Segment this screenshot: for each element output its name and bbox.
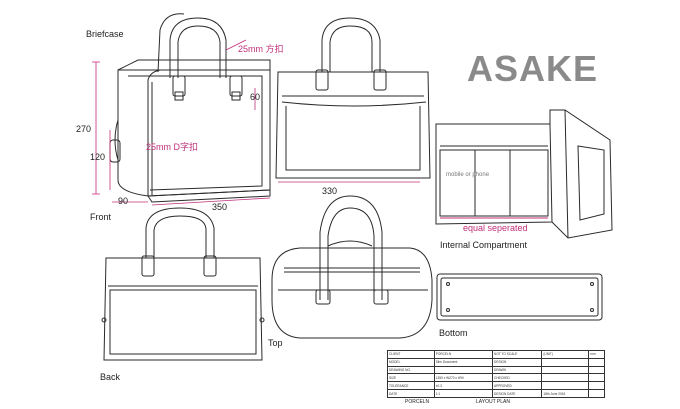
dim-top-width: 330 (322, 186, 338, 196)
title-block-cell: DESIGN (492, 357, 543, 367)
title-block-plan: LAYOUT PLAN (476, 399, 510, 405)
title-block-cell: DRAWN (492, 365, 543, 375)
title-block-cell: ±0.3 (433, 381, 494, 391)
title-block-cell: CLIENT (387, 350, 435, 359)
title-block-cell: mm (588, 350, 605, 359)
title-block-company: PORCELN (405, 399, 430, 405)
flat-front-drawing (275, 17, 431, 179)
title-block-cell: MODEL (387, 357, 435, 367)
front-dimension-lines (92, 39, 420, 206)
label-top: Top (268, 338, 283, 348)
title-block-cell (588, 357, 605, 367)
annotation-equal-separated: equal seperated (463, 223, 528, 233)
dim-height: 270 (76, 124, 92, 134)
title-block-cell (541, 357, 590, 367)
annotation-side-ring: 25mm D字扣 (146, 142, 199, 152)
title-block-cell: CHECKED (492, 373, 543, 383)
label-bottom: Bottom (439, 328, 468, 338)
drawing-title: Briefcase (86, 29, 124, 39)
title-block-cell: Slim Document (433, 357, 494, 367)
title-block-cell (588, 373, 605, 383)
title-block-cell: L350 x W270 x H90 (433, 373, 494, 383)
title-block-cell: NOT TO SCALE (492, 350, 543, 359)
title-block-cell (588, 389, 605, 398)
bottom-view-drawing (436, 273, 603, 321)
title-block-cell (541, 373, 590, 383)
dim-handle-drop: 60 (250, 92, 261, 102)
title-block-cell (588, 381, 605, 391)
annotation-pocket: mobile or phone (446, 172, 490, 178)
title-block-cell: SIZE (387, 373, 435, 383)
internal-compartment-drawing (435, 109, 613, 239)
annotation-handle-ring: 25mm 方扣 (238, 44, 284, 54)
brand-logo: ASAKE (467, 48, 599, 89)
title-block-cell (588, 365, 605, 375)
title-block-row: DRAWING NO. DRAWN (387, 365, 605, 375)
title-block-cell (541, 381, 590, 391)
label-front: Front (90, 212, 112, 222)
label-internal-compartment: Internal Compartment (440, 240, 528, 250)
title-block-cell: 1:1 (433, 389, 494, 398)
title-block-cell: DESIGN DATE (492, 389, 543, 398)
title-block-cell (433, 365, 494, 375)
dim-depth: 90 (118, 196, 129, 206)
title-block-cell: DRAWING NO. (387, 365, 435, 375)
dim-width: 350 (212, 202, 228, 212)
title-block-cell: 18th June 2016 (541, 389, 590, 398)
front-view-drawing (109, 13, 271, 203)
top-view-drawing (271, 195, 433, 339)
title-block-cell: DATE (387, 389, 435, 398)
title-block-cell: TOLERANCE (387, 381, 435, 391)
dim-lower-height: 120 (90, 152, 106, 162)
back-view-drawing (101, 207, 265, 361)
title-block-cell: APPROVED (492, 381, 543, 391)
title-block-cell: (UNIT) (541, 350, 590, 359)
label-back: Back (100, 372, 121, 382)
title-block-cell: PORCELN (433, 350, 494, 359)
title-block-cell (541, 365, 590, 375)
